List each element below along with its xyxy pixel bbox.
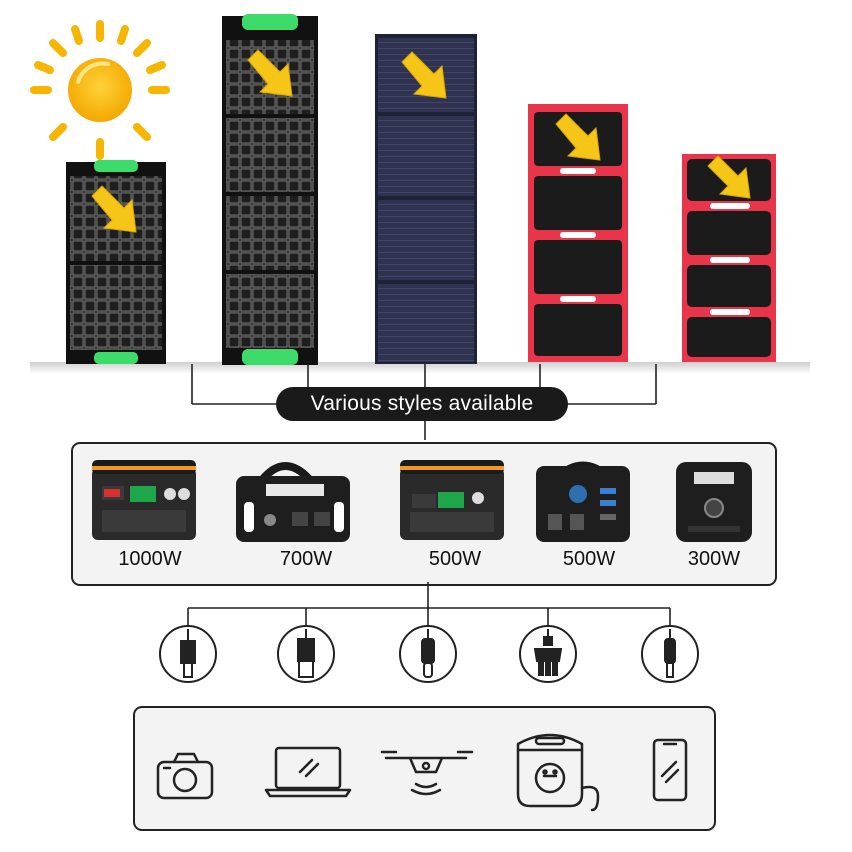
- devices-row: [156, 733, 688, 812]
- usb-a-plug-icon: [277, 625, 335, 683]
- various-styles-banner: Various styles available: [276, 387, 568, 421]
- dc-barrel-plug-icon: [159, 625, 217, 683]
- camera-icon: [156, 752, 214, 800]
- solar-panels-illustration: [30, 14, 810, 440]
- lightning-plug-icon: [641, 625, 699, 683]
- power-station-large-icon: [92, 460, 196, 540]
- power-station-medium-icon: [400, 460, 504, 540]
- laptop-icon: [264, 746, 352, 798]
- rice-cooker-icon: [516, 733, 600, 812]
- power-station-black-icon: [536, 461, 630, 542]
- station-watt-label: 500W: [562, 548, 616, 570]
- solar-panel-navy: [375, 34, 477, 364]
- sun-icon: [30, 20, 170, 160]
- drone-icon: [380, 750, 474, 796]
- ac-plug-icon: [519, 625, 577, 683]
- usb-c-plug-icon: [399, 625, 457, 683]
- station-watt-label: 700W: [279, 548, 333, 570]
- power-station-handle-icon: [236, 462, 350, 542]
- power-stations-row: [92, 460, 752, 542]
- station-watt-label: 300W: [687, 548, 741, 570]
- station-watt-label: 1000W: [118, 548, 182, 570]
- connector-lines: [187, 582, 671, 626]
- power-station-small-icon: [676, 462, 752, 542]
- phone-icon: [652, 738, 688, 802]
- station-watt-label: 500W: [428, 548, 482, 570]
- sunlight-arrow-icons: [91, 49, 751, 233]
- solar-panel-tall: [222, 14, 318, 365]
- solar-panel-small: [66, 160, 166, 364]
